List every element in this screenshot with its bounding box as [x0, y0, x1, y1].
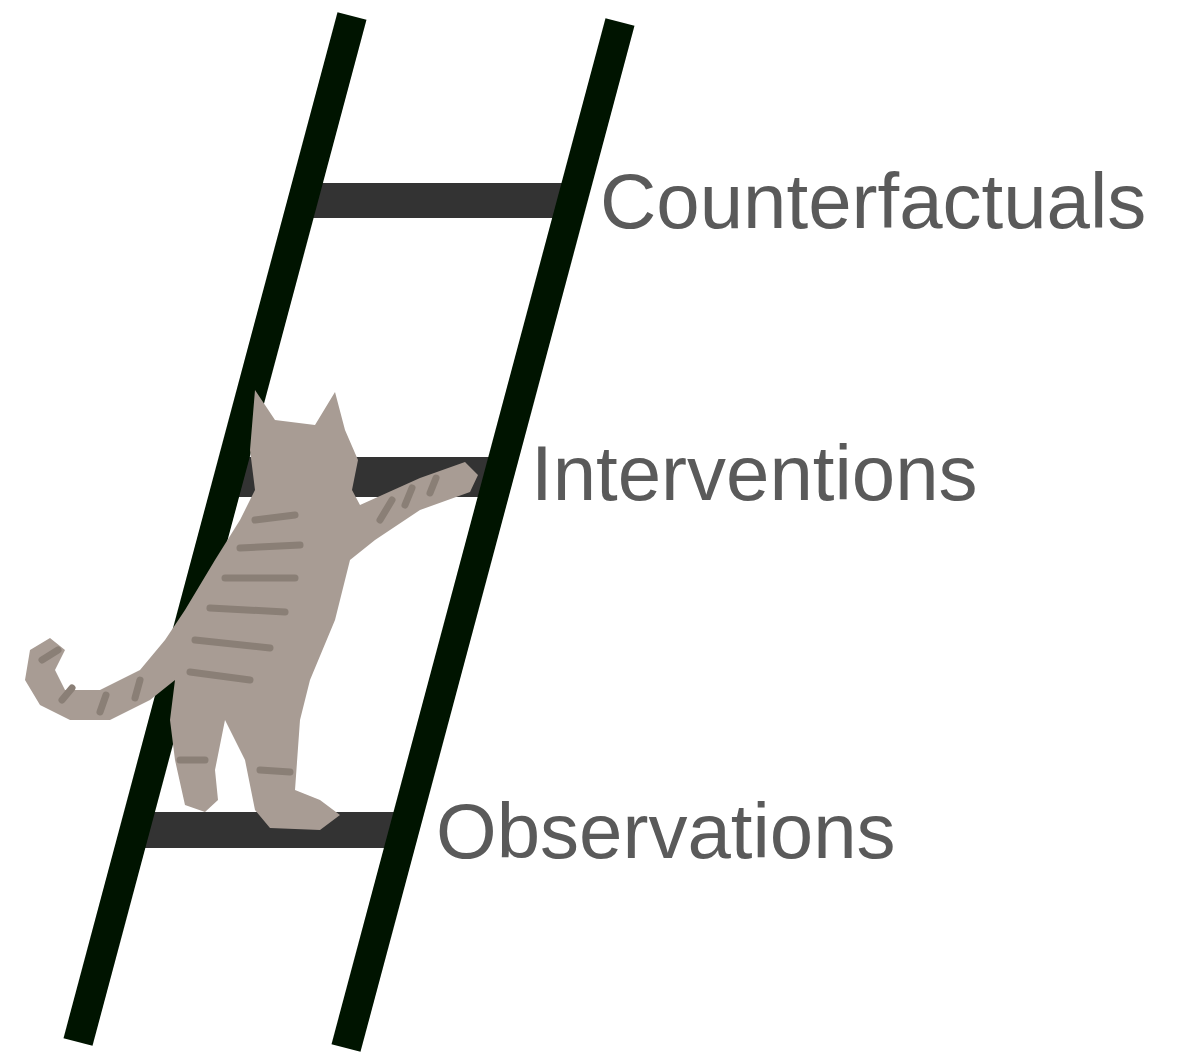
rung-label: Interventions — [531, 434, 978, 512]
cat — [25, 390, 478, 830]
right-rail — [346, 22, 620, 1048]
cat-stripes — [42, 478, 436, 772]
cat-body — [25, 390, 478, 830]
rung-label: Counterfactuals — [600, 162, 1146, 240]
rung-label: Observations — [436, 792, 896, 870]
top-rung — [312, 183, 567, 218]
